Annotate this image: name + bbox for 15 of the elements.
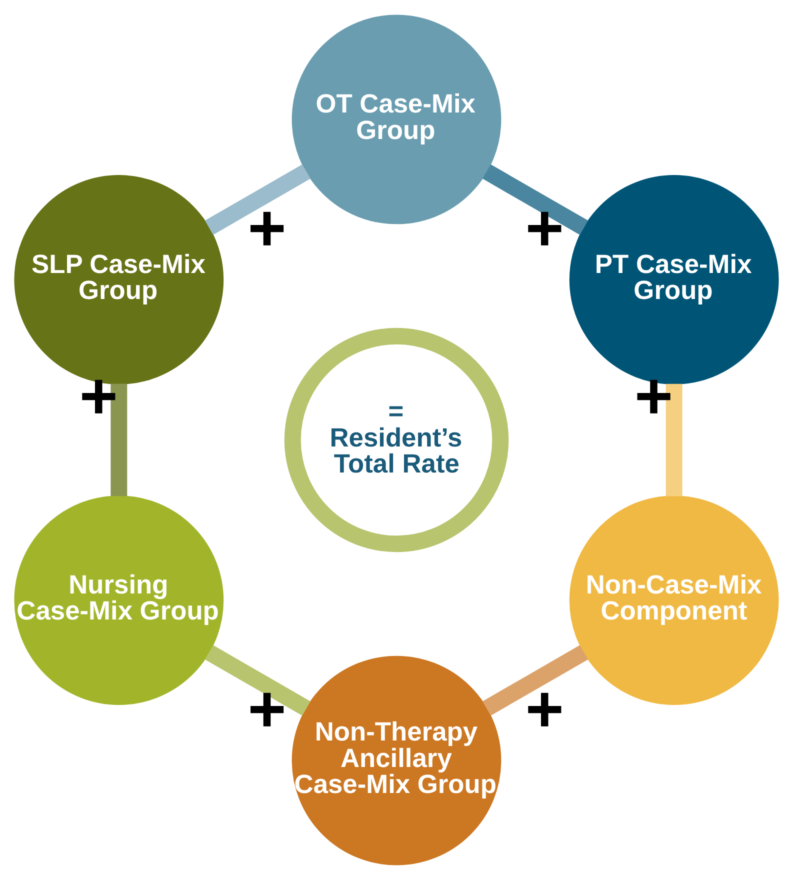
- connector: [204, 645, 310, 716]
- edge-label: +: [248, 672, 286, 746]
- connector: [482, 164, 588, 235]
- node-circle: = Resident’s Total Rate: [284, 328, 509, 552]
- connector: [204, 164, 310, 235]
- edge-label: +: [525, 672, 564, 746]
- edge-label: +: [248, 190, 286, 265]
- node-circle: OT Case-Mix Group: [292, 14, 502, 224]
- connector: [110, 384, 128, 496]
- node-circle: Non-Therapy Ancillary Case-Mix Group: [292, 656, 502, 866]
- connector: [666, 384, 682, 496]
- node-circle: Nursing Case-Mix Group: [14, 496, 224, 705]
- edge-label: +: [525, 190, 564, 265]
- connector: [482, 645, 588, 716]
- node-circle: Non-Case-Mix Component: [569, 496, 779, 705]
